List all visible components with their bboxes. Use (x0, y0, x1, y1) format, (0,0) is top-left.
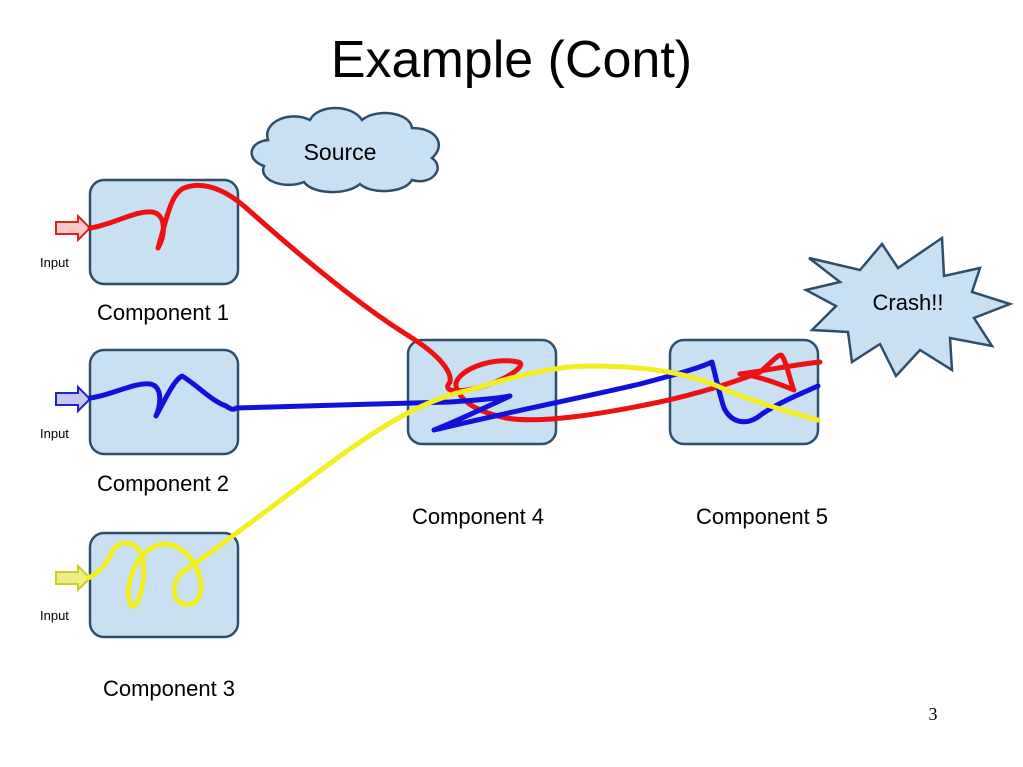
input-label-3: Input (40, 608, 69, 623)
yellow-path (85, 363, 821, 609)
crash-burst: Crash!! (802, 235, 1014, 379)
input-label-2: Input (40, 426, 69, 441)
source-cloud: Source (250, 106, 441, 194)
component-3-label: Component 3 (103, 676, 235, 701)
slide-title: Example (Cont) (330, 31, 693, 89)
component-1-label: Component 1 (97, 300, 229, 325)
input-label-1: Input (40, 255, 69, 270)
component-4-label: Component 4 (412, 504, 544, 529)
input-arrow-2 (55, 384, 92, 414)
input-arrow-3 (55, 563, 92, 593)
component-4-box (406, 338, 558, 446)
input-arrow-1 (55, 213, 92, 243)
crash-label: Crash!! (873, 290, 944, 315)
source-label: Source (304, 139, 377, 165)
component-2-label: Component 2 (97, 471, 229, 496)
crash-burst-shape (802, 235, 1014, 379)
source-cloud-shape (250, 106, 441, 194)
page-number: 3 (928, 704, 938, 724)
component-5-label: Component 5 (696, 504, 828, 529)
red-path (87, 183, 823, 423)
